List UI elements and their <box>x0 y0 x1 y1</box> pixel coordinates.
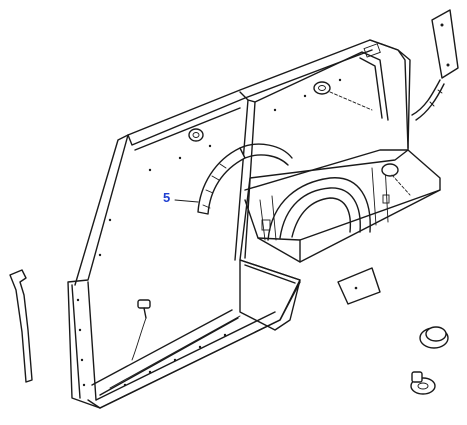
arch-trim-strip <box>197 143 293 215</box>
rubber-bung <box>419 326 449 349</box>
leader-lines <box>329 91 411 196</box>
bent-rod <box>9 269 33 383</box>
callout-5-label[interactable]: 5 <box>163 190 171 205</box>
wheel-arch-housing <box>244 149 441 263</box>
rivet-holes <box>76 78 342 387</box>
rear-trim-strip <box>411 79 445 121</box>
rear-lower-panel <box>239 259 301 331</box>
floor-tray <box>91 309 241 396</box>
fastener <box>410 371 436 395</box>
panel-grommets <box>188 81 399 177</box>
cover-plate <box>431 9 459 79</box>
floor-pad <box>337 267 381 305</box>
callout-5-leader <box>174 199 199 203</box>
trim-clip <box>131 299 151 361</box>
side-trim-panel <box>67 39 411 409</box>
